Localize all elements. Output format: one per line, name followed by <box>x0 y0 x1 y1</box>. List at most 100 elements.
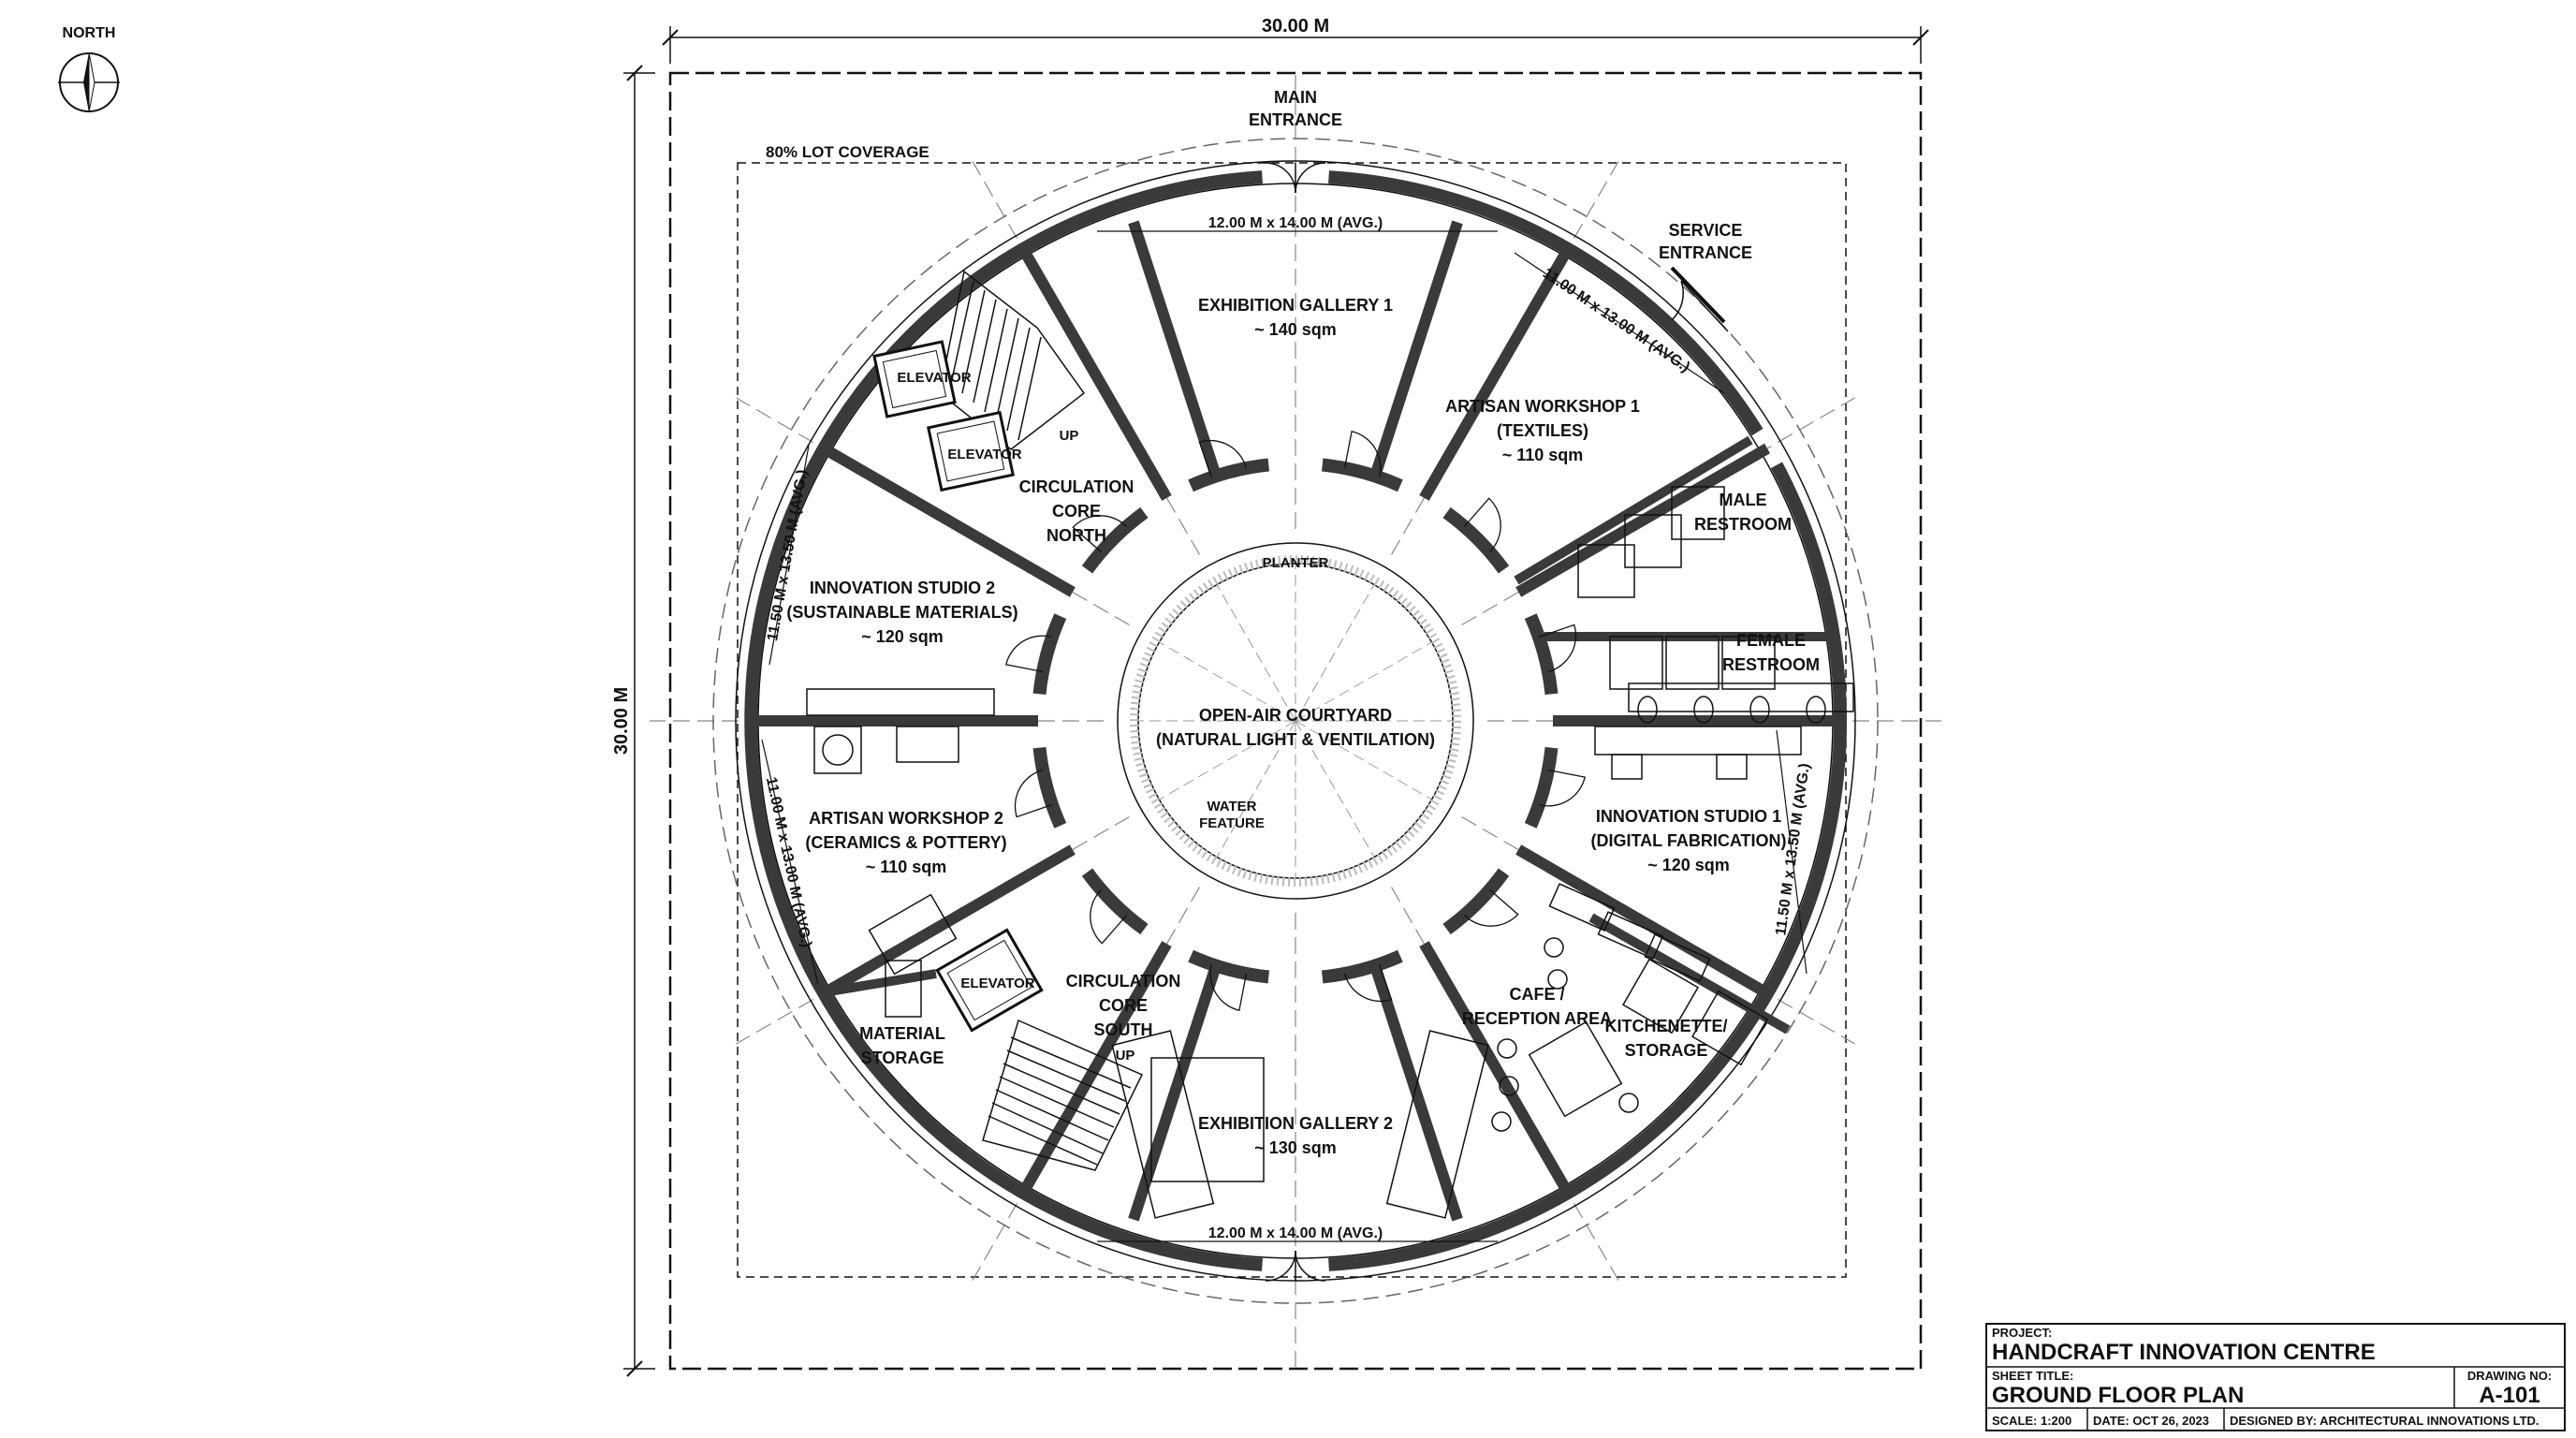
studio1-sub: (DIGITAL FABRICATION) <box>1591 831 1787 850</box>
kitchenette-wall <box>1588 913 1791 1034</box>
courtyard-radial-line <box>1295 584 1375 722</box>
courtyard-door <box>1343 963 1393 1003</box>
courtyard-radial-line <box>1295 720 1375 858</box>
sheet-label: SHEET TITLE: <box>1992 1369 2073 1383</box>
partition-wall <box>1017 245 1172 501</box>
cafe-name-2: RECEPTION AREA <box>1462 1009 1612 1028</box>
room-dimension-lines <box>761 230 1808 1242</box>
workshop1-name: ARTISAN WORKSHOP 1 <box>1445 397 1640 416</box>
site-boundary <box>668 71 1923 1371</box>
courtyard-door <box>1014 769 1053 818</box>
restroom-wall <box>1514 435 1753 585</box>
water-feature-label-2: FEATURE <box>1199 815 1265 831</box>
designer-text: DESIGNED BY: ARCHITECTURAL INNOVATIONS L… <box>2230 1414 2539 1428</box>
elevator-south[interactable] <box>935 928 1044 1033</box>
courtyard-wall-segment <box>1442 506 1510 574</box>
courtyard-door <box>1090 888 1128 945</box>
date-text: DATE: OCT 26, 2023 <box>2093 1414 2209 1428</box>
sheet-title: GROUND FLOOR PLAN <box>1992 1383 2244 1408</box>
courtyard-door <box>1198 439 1248 478</box>
courtyard-radial-line <box>1159 641 1296 722</box>
title-block: PROJECT: HANDCRAFT INNOVATION CENTRE SHE… <box>1985 1323 2566 1431</box>
core-north-name: CIRCULATION <box>1019 477 1134 496</box>
scale-text: SCALE: 1:200 <box>1992 1414 2071 1428</box>
courtyard-door <box>1005 635 1053 673</box>
gallery-wall <box>1369 220 1463 478</box>
dimension-lines <box>623 26 1929 1377</box>
core-south-name-3: SOUTH <box>1094 1020 1153 1039</box>
courtyard-wall-segment <box>1188 458 1270 492</box>
courtyard-wall-segment <box>1321 949 1403 984</box>
stair-south-up-label: UP <box>1116 1048 1135 1064</box>
gallery-wall <box>1128 963 1222 1222</box>
service-entrance-door[interactable] <box>1670 266 1729 332</box>
courtyard-door <box>1343 431 1382 478</box>
male-restroom-name: MALE <box>1720 491 1767 509</box>
service-entrance-label-2: ENTRANCE <box>1659 243 1752 262</box>
studio2-name: INNOVATION STUDIO 2 <box>810 579 995 597</box>
workshop1-sub: (TEXTILES) <box>1497 421 1588 440</box>
courtyard-sub: (NATURAL LIGHT & VENTILATION) <box>1156 730 1435 749</box>
material-storage-name-2: STORAGE <box>861 1049 944 1067</box>
elevator-south-label: ELEVATOR <box>960 976 1034 991</box>
workshop2-area: ~ 110 sqm <box>866 858 947 876</box>
elevator-north-1[interactable] <box>872 340 957 418</box>
gallery2-area: ~ 130 sqm <box>1254 1138 1337 1157</box>
project-name: HANDCRAFT INNOVATION CENTRE <box>1992 1340 2376 1365</box>
courtyard-door <box>1463 888 1519 927</box>
courtyard-wall-segment <box>1032 613 1067 696</box>
courtyard-door <box>1209 963 1248 1011</box>
service-entrance-label: SERVICE <box>1669 221 1743 240</box>
north-arrow: NORTH <box>58 25 120 113</box>
main-entrance-door[interactable] <box>1265 162 1326 194</box>
gallery-wall <box>1369 963 1463 1222</box>
partition-walls <box>751 220 1840 1222</box>
courtyard-door <box>1538 624 1577 673</box>
courtyard-name: OPEN-AIR COURTYARD <box>1199 706 1392 725</box>
partition-wall <box>820 443 1076 597</box>
main-entrance-label: MAIN <box>1274 88 1317 107</box>
courtyard-wall <box>1032 458 1559 984</box>
partition-wall <box>1515 443 1771 597</box>
outer-wall-segment <box>1328 462 1847 1271</box>
main-entrance-label-2: ENTRANCE <box>1249 110 1342 129</box>
partition-wall <box>1017 941 1172 1196</box>
courtyard-wall-segment <box>1524 613 1559 696</box>
drawing-no-label: DRAWING NO: <box>2467 1369 2552 1383</box>
gallery1-name: EXHIBITION GALLERY 1 <box>1198 296 1393 315</box>
courtyard-wall-segment <box>1442 868 1510 935</box>
gallery2-dimension: 12.00 M x 14.00 M (AVG.) <box>1208 1225 1383 1241</box>
courtyard-radial-line <box>1295 641 1432 722</box>
elevator-north-1-label: ELEVATOR <box>897 370 971 386</box>
storage-wall <box>823 969 937 997</box>
gallery1-area: ~ 140 sqm <box>1254 320 1337 339</box>
studio2-sub: (SUSTAINABLE MATERIALS) <box>786 603 1017 622</box>
elevator-north-2[interactable] <box>927 410 1015 492</box>
courtyard-door <box>1072 515 1128 553</box>
restroom-fixtures <box>1577 486 1854 724</box>
cafe-name: CAFE / <box>1509 985 1564 1004</box>
stair-north-up-label: UP <box>1060 428 1079 444</box>
stair-south <box>982 1019 1144 1171</box>
drawing-number: A-101 <box>2479 1383 2539 1408</box>
south-entrance-door[interactable] <box>1265 1250 1326 1282</box>
lot-coverage-label: 80% LOT COVERAGE <box>766 143 929 161</box>
planter-label: PLANTER <box>1263 555 1329 571</box>
studio1-name: INNOVATION STUDIO 1 <box>1596 807 1781 826</box>
core-north-name-3: NORTH <box>1046 526 1106 545</box>
workshop1-area: ~ 110 sqm <box>1502 446 1584 464</box>
core-north-name-2: CORE <box>1052 502 1101 521</box>
workshop2-name: ARTISAN WORKSHOP 2 <box>809 809 1003 828</box>
elevator-north-2-label: ELEVATOR <box>947 447 1021 462</box>
overall-height-label: 30.00 M <box>611 687 632 755</box>
courtyard-wall-segment <box>1321 458 1403 492</box>
gallery1-dimension: 12.00 M x 14.00 M (AVG.) <box>1208 215 1383 231</box>
water-feature-ring <box>1130 555 1461 887</box>
partition-wall <box>1515 844 1771 999</box>
outer-wall-segment <box>1328 170 1764 436</box>
partition-wall <box>1419 245 1573 501</box>
courtyard-radial-line <box>1295 720 1432 800</box>
partition-wall <box>820 844 1076 999</box>
kitchenette-name-2: STORAGE <box>1625 1041 1708 1060</box>
studio2-area: ~ 120 sqm <box>861 627 944 646</box>
